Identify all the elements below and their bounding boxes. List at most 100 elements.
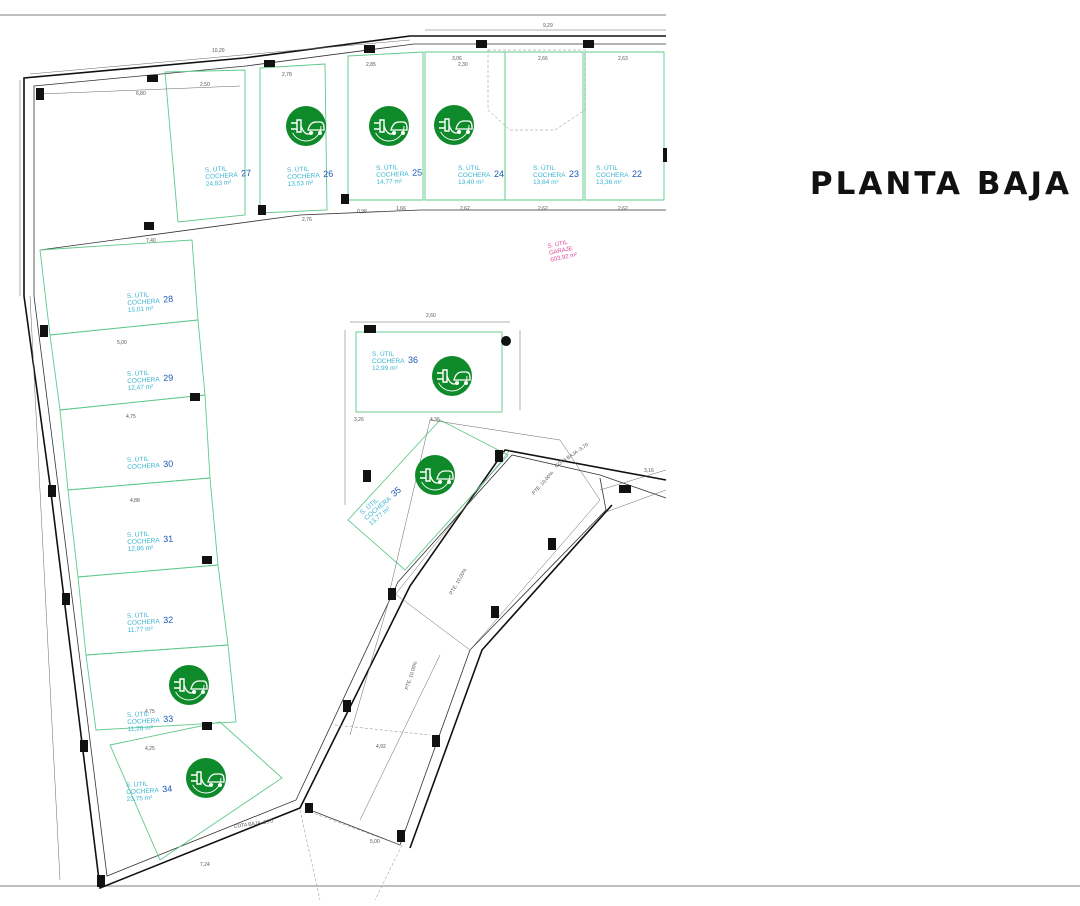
space-number: 23 — [569, 169, 579, 179]
space-label-type: S. ÚTIL — [127, 610, 150, 620]
space-area: 23,75 m² — [126, 795, 153, 803]
space-label-name: COCHERA — [533, 172, 566, 179]
space-number: 34 — [162, 784, 173, 795]
dim-text: 9,29 — [543, 23, 553, 29]
dim-text: 5,00 — [117, 340, 127, 346]
garage-label-line1: S. ÚTIL — [547, 239, 569, 250]
space-label-name: COCHERA — [127, 298, 161, 307]
dim-text: 4,88 — [130, 498, 140, 504]
space-number: 32 — [163, 615, 174, 626]
space-area: 12,47 m² — [127, 384, 154, 392]
space-label-name: COCHERA — [127, 537, 160, 546]
dim-text: 2,62 — [460, 206, 470, 212]
space-label-name: COCHERA — [372, 358, 405, 365]
left-column-spaces — [39, 239, 283, 861]
space-area: 11,77 m² — [127, 626, 153, 634]
space-label-type: S. ÚTIL — [127, 454, 150, 464]
ev-charger-icon — [432, 356, 472, 396]
dim-text: 4,36 — [430, 417, 440, 423]
space-label-name: COCHERA — [376, 171, 409, 179]
dim-text: 1,66 — [396, 206, 406, 212]
space-label-name: COCHERA — [127, 462, 160, 471]
space-label-type: S. ÚTIL — [376, 162, 399, 172]
island-spaces — [347, 331, 601, 651]
space-label-name: COCHERA — [205, 172, 239, 181]
space-label-type: S. ÚTIL — [458, 163, 480, 172]
space-number: 24 — [494, 169, 504, 179]
annotation-text: COTA BAJA -2,70 — [233, 818, 273, 829]
space-label-name: COCHERA — [127, 717, 160, 726]
dim-text: 2,60 — [426, 313, 436, 319]
dim-text: 2,78 — [282, 72, 292, 78]
ev-charger-icon — [169, 665, 209, 705]
space-area: 13,53 m² — [287, 180, 314, 188]
space-number: 31 — [163, 534, 174, 545]
space-label-type: S. ÚTIL — [126, 779, 149, 789]
space-number: 35 — [389, 485, 403, 499]
ev-charger-icon — [434, 105, 474, 145]
annotations: PTE. 10,00% PTE. 10,00% PTE. 10,00% COTA… — [233, 442, 589, 830]
dim-text: 2,63 — [618, 56, 628, 62]
dim-text: 4,75 — [145, 709, 155, 715]
dim-text: 2,66 — [538, 56, 548, 62]
garage-label-line2: GARAJE — [549, 246, 574, 257]
page-title: PLANTA BAJA — [809, 166, 1072, 202]
top-row-spaces — [164, 49, 665, 223]
space-number: 33 — [163, 714, 174, 725]
space-number: 29 — [163, 373, 174, 384]
space-label-type: S. ÚTIL — [372, 349, 394, 358]
space-label-name: COCHERA — [127, 376, 160, 385]
space-label-name: COCHERA — [127, 618, 160, 627]
space-area: 12,86 m² — [127, 545, 154, 553]
garage-label-area: 603,92 m² — [550, 252, 578, 263]
dim-text: 2,62 — [538, 206, 548, 212]
space-number: 36 — [408, 355, 418, 365]
garage-label: S. ÚTIL GARAJE 603,92 m² — [547, 239, 578, 264]
dim-text: 3,26 — [354, 417, 364, 423]
ev-charger-icon — [186, 758, 226, 798]
space-area: 12,99 m² — [372, 365, 398, 372]
dim-text: 0,98 — [357, 209, 367, 215]
dim-text: 2,76 — [302, 217, 312, 223]
chargers — [169, 105, 474, 798]
space-area: 13,64 m² — [533, 179, 559, 186]
space-label-name: COCHERA — [596, 172, 629, 179]
space-label-type: S. ÚTIL — [127, 529, 150, 539]
dim-text: 2,30 — [458, 62, 468, 68]
space-number: 25 — [412, 167, 422, 177]
space-label-type: S. ÚTIL — [596, 163, 618, 172]
space-area: 13,40 m² — [458, 179, 484, 186]
space-area: 24,83 m² — [206, 179, 233, 188]
space-number: 26 — [323, 169, 334, 180]
dim-text: 4,25 — [145, 746, 155, 752]
dimension-lines — [19, 29, 666, 881]
dim-text: 4,92 — [376, 744, 386, 750]
dim-text: 7,40 — [146, 238, 156, 244]
space-label-type: S. ÚTIL — [205, 163, 228, 174]
space-label-name: COCHERA — [458, 172, 491, 179]
dim-text: 3,16 — [644, 468, 654, 474]
space-label-name: COCHERA — [287, 172, 320, 181]
dimension-texts: 9,29 10,20 6,80 2,50 2,78 2,85 3,06 2,30… — [117, 23, 654, 868]
space-number: 22 — [632, 169, 642, 179]
space-label-name: COCHERA — [126, 787, 159, 796]
dim-text: 2,50 — [200, 82, 210, 88]
annotation-text: PTE. 10,00% — [404, 660, 419, 690]
dim-text: 3,06 — [452, 56, 462, 62]
space-number: 27 — [241, 168, 252, 179]
